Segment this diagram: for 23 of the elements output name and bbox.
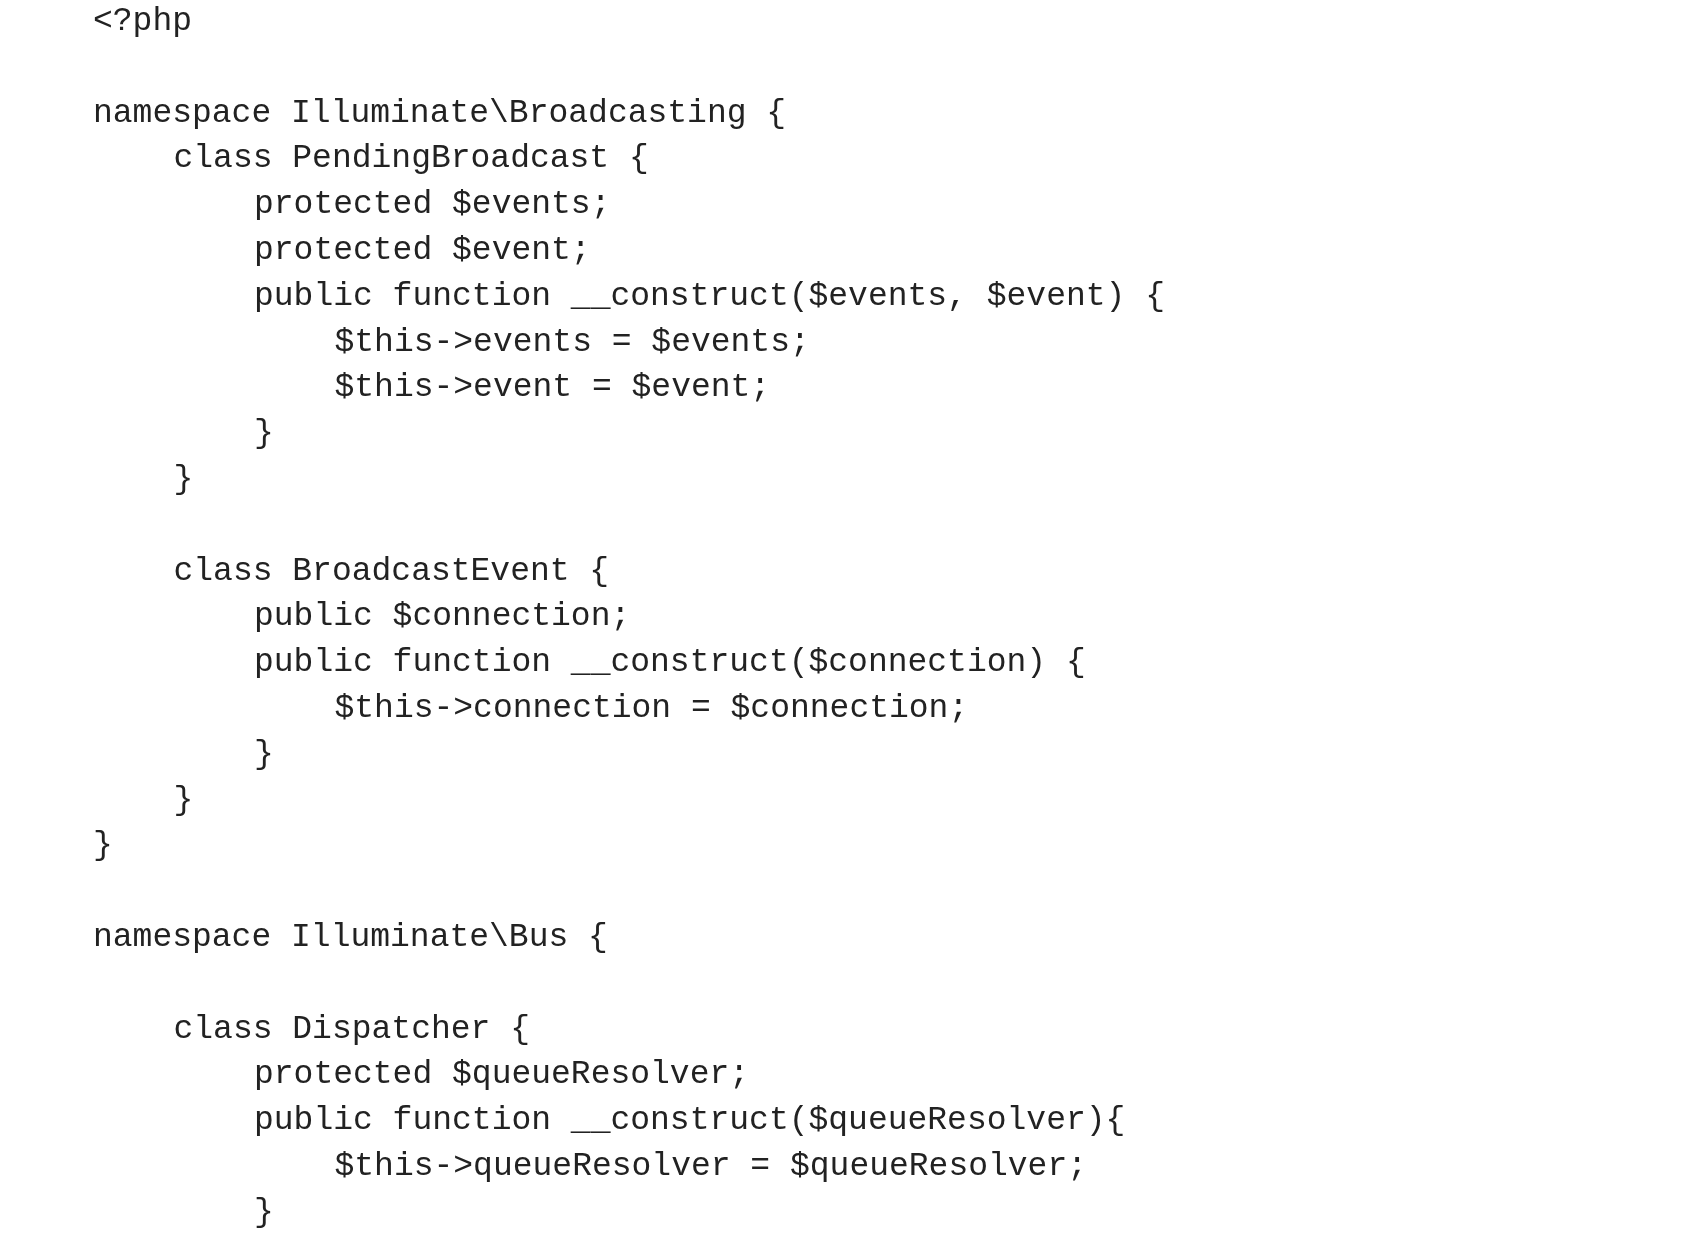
code-line: class PendingBroadcast { bbox=[173, 139, 649, 180]
code-line: class Dispatcher { bbox=[173, 1009, 530, 1050]
code-line: } bbox=[173, 460, 194, 500]
code-line: <?php bbox=[93, 2, 193, 42]
code-line: protected $event; bbox=[254, 231, 591, 271]
code-line: } bbox=[254, 734, 274, 775]
code-line: $this->queueResolver = $queueResolver; bbox=[334, 1147, 1088, 1187]
code-line: $this->events = $events; bbox=[334, 322, 810, 363]
code-line: namespace Illuminate\Bus { bbox=[93, 918, 608, 958]
code-line: $this->connection = $connection; bbox=[334, 689, 969, 729]
code-line: } bbox=[254, 414, 274, 455]
code-line: namespace Illuminate\Broadcasting { bbox=[93, 93, 787, 134]
code-line: protected $events; bbox=[254, 185, 611, 226]
code-line: $this->event = $event; bbox=[334, 368, 771, 409]
code-line: protected $queueResolver; bbox=[254, 1055, 750, 1096]
code-line: public function __construct($connection) { bbox=[254, 643, 1086, 684]
code-line: class BroadcastEvent { bbox=[173, 551, 610, 592]
code-line: public function __construct($queueResolver){ bbox=[254, 1101, 1126, 1142]
code-line: } bbox=[93, 826, 113, 867]
code-line: } bbox=[173, 780, 194, 821]
code-line: public function __construct($events, $event) { bbox=[254, 276, 1165, 317]
code-line: public $connection; bbox=[254, 597, 631, 638]
code-line: } bbox=[254, 1192, 274, 1233]
